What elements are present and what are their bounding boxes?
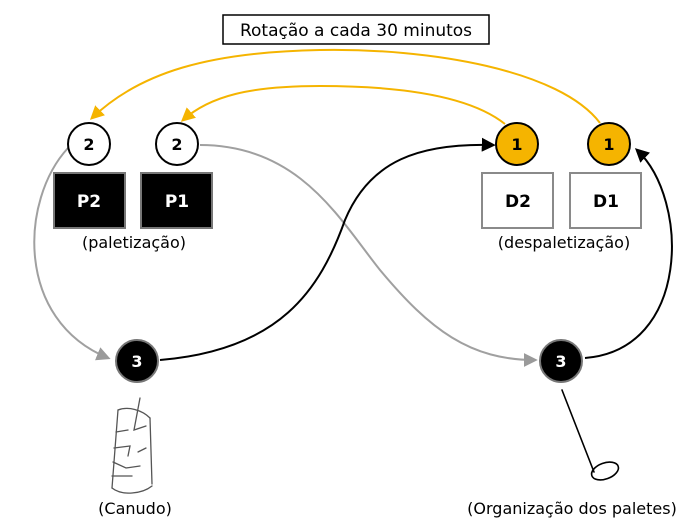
canudo-icon (111, 397, 153, 494)
marker-d2: 1 (495, 122, 539, 166)
station-p2-label: P2 (77, 192, 101, 212)
group-label-depalletizing: (despaletização) (498, 233, 630, 252)
station-p1: P1 (140, 172, 213, 229)
station-p2: P2 (53, 172, 126, 229)
station-d2-label: D2 (505, 192, 531, 212)
rotation-title-text: Rotação a cada 30 minutos (240, 21, 472, 41)
station-p1-label: P1 (165, 192, 189, 212)
rotation-arrow-d1-to-p2 (89, 48, 601, 124)
flow-p2-to-canudo (33, 147, 111, 361)
marker-d1: 1 (587, 122, 631, 166)
station-d2: D2 (481, 172, 554, 229)
marker-d1-label: 1 (603, 135, 614, 154)
group-label-palletizing: (paletização) (82, 233, 186, 252)
station-d1-label: D1 (593, 192, 619, 212)
marker-d2-label: 1 (511, 135, 522, 154)
flow-organizacao-to-d1 (584, 148, 673, 359)
pallet-tool-icon (561, 389, 620, 481)
rotation-title: Rotação a cada 30 minutos (222, 14, 490, 45)
marker-organizacao: 3 (539, 339, 583, 383)
marker-organizacao-label: 3 (555, 352, 566, 371)
rotation-arrow-d2-to-p1 (180, 84, 506, 125)
marker-p1-label: 2 (171, 135, 182, 154)
marker-p1: 2 (155, 122, 199, 166)
flow-p1-to-organizacao (199, 144, 538, 367)
marker-p2-label: 2 (83, 135, 94, 154)
marker-canudo-label: 3 (131, 352, 142, 371)
marker-p2: 2 (67, 122, 111, 166)
caption-canudo: (Canudo) (98, 499, 172, 518)
marker-canudo: 3 (115, 339, 159, 383)
caption-organizacao: (Organização dos paletes) (467, 499, 677, 518)
station-d1: D1 (569, 172, 642, 229)
flow-canudo-to-d2 (159, 137, 496, 361)
